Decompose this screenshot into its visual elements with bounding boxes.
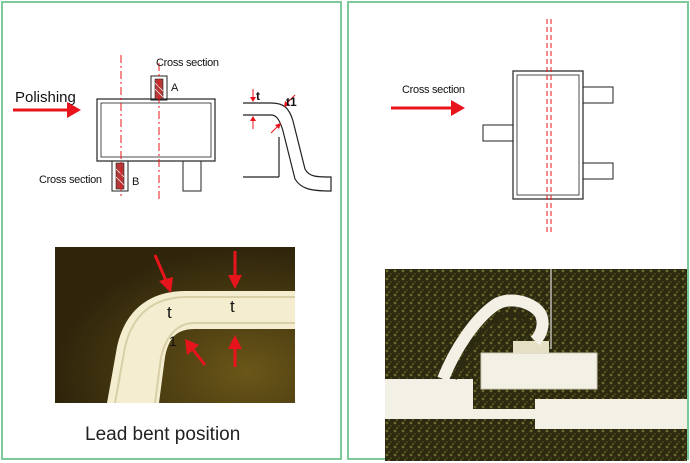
thickness-t-label: t xyxy=(256,89,260,103)
marker-b: B xyxy=(132,176,140,188)
package-top-view xyxy=(96,55,216,199)
photo-t1-subscript: 1 xyxy=(169,333,177,349)
package-side-view xyxy=(482,19,614,235)
cross-section-right-label: Cross section xyxy=(402,84,465,96)
lead-profile-sketch xyxy=(243,89,332,192)
photo-t-label: t xyxy=(230,297,235,316)
thickness-t1-label: t1 xyxy=(286,95,297,109)
lead-bent-photo: t 1 t xyxy=(55,247,295,403)
left-panel: Polishing Cross section A Cross section … xyxy=(1,1,342,460)
marker-a: A xyxy=(171,82,179,94)
polishing-arrow xyxy=(13,102,81,118)
cross-section-photo xyxy=(385,269,687,461)
polishing-label: Polishing xyxy=(15,89,76,106)
cross-section-top-label: Cross section xyxy=(156,57,219,69)
right-panel: Cross section xyxy=(347,1,689,461)
caption-lead-bent-position: Lead bent position xyxy=(85,424,241,445)
cross-section-bottom-label: Cross section xyxy=(39,174,102,186)
cross-section-right-arrow xyxy=(391,100,465,116)
photo-t1-label: t xyxy=(167,303,172,322)
